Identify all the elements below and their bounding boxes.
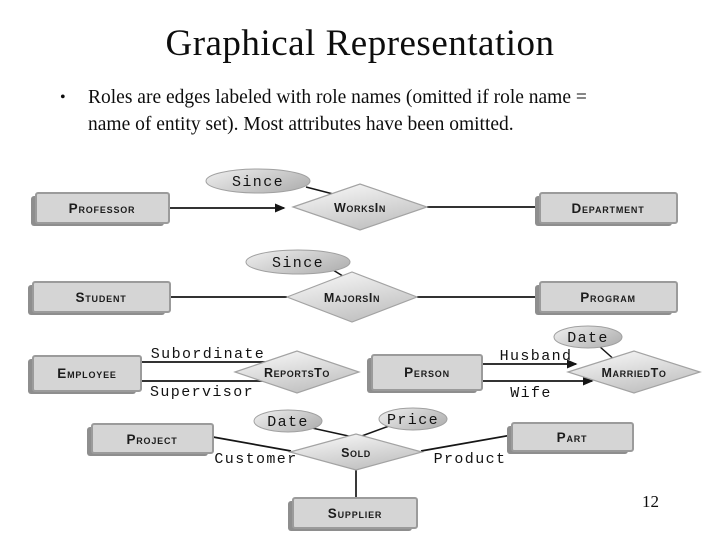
attribute-since-worksin-label: Since xyxy=(232,174,284,191)
attribute-price-sold-label: Price xyxy=(387,412,439,429)
bullet-item: • Roles are edges labeled with role name… xyxy=(60,84,716,138)
edge-price-sold xyxy=(358,425,390,438)
relationship-reportsto: ReportsTo xyxy=(233,350,361,394)
page-number: 12 xyxy=(642,492,659,511)
entity-professor: Professor xyxy=(31,192,170,226)
entity-supplier-label: Supplier xyxy=(328,506,382,521)
page-title: Graphical Representation xyxy=(165,23,555,64)
entity-student: Student xyxy=(28,281,171,315)
entity-department: Department xyxy=(535,192,678,226)
entity-project-label: Project xyxy=(126,432,177,447)
role-customer-label: Customer xyxy=(214,451,297,468)
relationship-majorsin-label: MajorsIn xyxy=(324,291,380,305)
bullet-text: Roles are edges labeled with role names … xyxy=(88,84,587,138)
relationship-majorsin: MajorsIn xyxy=(285,271,419,323)
role-supervisor-label: Supervisor xyxy=(150,384,254,401)
relationship-worksin: WorksIn xyxy=(291,183,429,231)
edge-project-sold xyxy=(212,436,292,452)
entity-supplier: Supplier xyxy=(288,497,418,531)
attribute-date-marriedto: Date xyxy=(553,325,623,349)
entity-part: Part xyxy=(507,422,634,454)
relationship-marriedto: MarriedTo xyxy=(566,350,702,394)
edge-sold-part xyxy=(420,434,513,452)
bullet-line-2: name of entity set). Most attributes hav… xyxy=(88,114,514,135)
attribute-date-sold: Date xyxy=(253,409,323,433)
entity-professor-label: Professor xyxy=(69,201,136,216)
entity-department-label: Department xyxy=(571,201,644,216)
relationship-worksin-label: WorksIn xyxy=(334,201,386,215)
bullet-line-1: Roles are edges labeled with role names … xyxy=(88,87,587,108)
attribute-since-majorsin-label: Since xyxy=(272,255,324,272)
entity-project: Project xyxy=(87,423,214,456)
entity-employee-label: Employee xyxy=(57,366,116,381)
relationship-reportsto-label: ReportsTo xyxy=(264,366,330,380)
attribute-price-sold: Price xyxy=(378,407,448,431)
relationship-marriedto-label: MarriedTo xyxy=(602,366,667,380)
edge-date-sold xyxy=(311,427,354,438)
attribute-date-sold-label: Date xyxy=(267,414,309,431)
entity-person: Person xyxy=(367,354,483,393)
role-husband-label: Husband xyxy=(500,348,573,365)
entity-part-label: Part xyxy=(557,430,588,445)
entity-student-label: Student xyxy=(75,290,126,305)
attribute-since-majorsin: Since xyxy=(245,249,351,275)
role-product-label: Product xyxy=(434,451,507,468)
entity-employee: Employee xyxy=(28,355,142,394)
role-subordinate-label: Subordinate xyxy=(151,346,265,363)
role-wife-label: Wife xyxy=(510,385,552,402)
relationship-sold: Sold xyxy=(287,433,425,471)
entity-person-label: Person xyxy=(404,365,450,380)
entity-program: Program xyxy=(535,281,678,315)
relationship-sold-label: Sold xyxy=(341,446,371,460)
entity-program-label: Program xyxy=(580,290,636,305)
attribute-date-marriedto-label: Date xyxy=(567,330,609,347)
attribute-since-worksin: Since xyxy=(205,168,311,194)
bullet-icon: • xyxy=(60,89,66,106)
